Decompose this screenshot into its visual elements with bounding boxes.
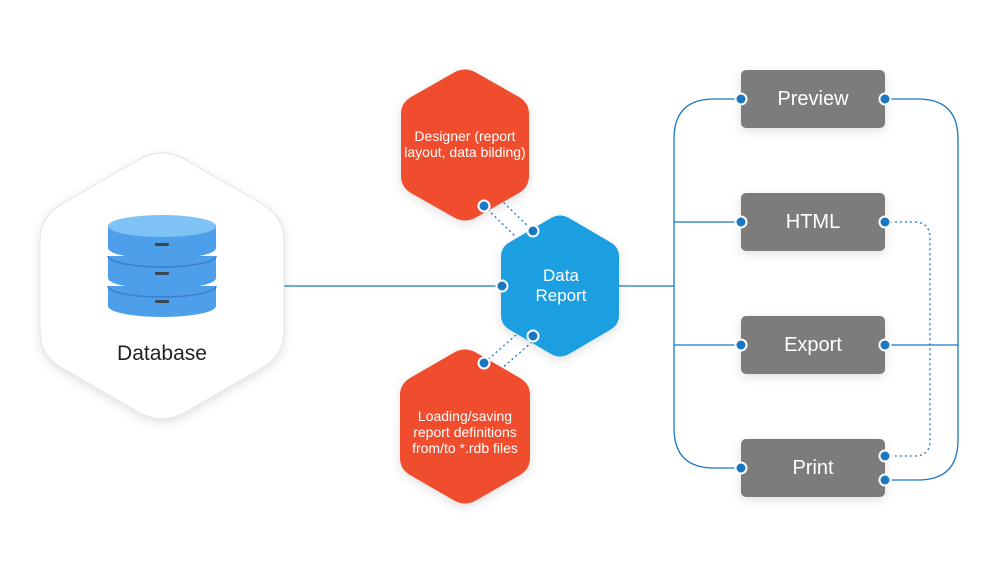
database-label: Database [117, 341, 207, 365]
output-label-preview: Preview [777, 87, 849, 110]
port-preview-right [878, 92, 892, 106]
core-label-line2: Report [535, 286, 587, 305]
output-label-print: Print [792, 456, 834, 479]
port-designer [477, 199, 491, 213]
port-core-bottom [526, 329, 540, 343]
port-print-right-top [878, 449, 892, 463]
port-core-top [526, 224, 540, 238]
core-label: Data Report [505, 262, 617, 310]
port-preview-left [734, 92, 748, 106]
connector-loader-core-a [483, 334, 517, 364]
output-box-preview [741, 70, 885, 128]
port-html-right [878, 215, 892, 229]
port-export-left [734, 338, 748, 352]
connector-html-print-dotted [885, 221, 931, 457]
connector-loader-core-b [499, 341, 533, 371]
designer-label: Designer (report layout, data bilding) [404, 127, 526, 160]
port-export-right [878, 338, 892, 352]
output-label-html: HTML [785, 210, 841, 233]
port-print-left [734, 461, 748, 475]
core-hexagon [501, 215, 619, 357]
core-label-line1: Data [543, 266, 579, 286]
output-box-export [741, 316, 885, 374]
port-core-left [495, 279, 509, 293]
loader-hexagon [400, 349, 530, 504]
designer-hexagon [401, 69, 529, 221]
port-html-left [734, 215, 748, 229]
loader-label: Loading/saving report definitions from/t… [412, 407, 518, 457]
connector-designer-core-b [499, 198, 533, 231]
connector-right-bus [885, 98, 959, 481]
connector-left-bus [673, 98, 741, 469]
output-box-print [741, 439, 885, 497]
database-icon [107, 215, 217, 317]
output-label-export: Export [784, 333, 842, 356]
port-loader [477, 356, 491, 370]
output-box-html [741, 193, 885, 251]
port-print-right-bottom [878, 473, 892, 487]
